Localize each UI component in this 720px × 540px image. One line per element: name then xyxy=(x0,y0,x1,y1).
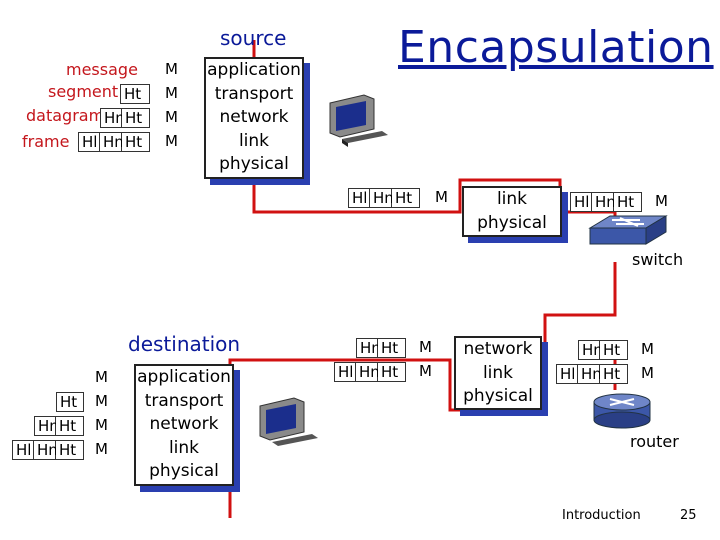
payload-m: M xyxy=(416,338,435,358)
payload-m: M xyxy=(162,132,181,152)
layer-link: link xyxy=(238,130,270,151)
layer-link: link xyxy=(168,437,200,458)
layer-physical: physical xyxy=(463,386,533,406)
legend-segment: segment xyxy=(48,82,119,101)
header-hn: Hn xyxy=(592,192,616,212)
layer-transport: transport xyxy=(214,83,294,104)
header-hn: Hn xyxy=(356,338,381,358)
payload-m: M xyxy=(162,108,181,128)
slide-title: Encapsulation xyxy=(398,22,714,73)
layer-physical: physical xyxy=(219,154,289,174)
header-ht: Ht xyxy=(614,192,642,212)
payload-m: M xyxy=(92,392,111,412)
header-hl: Hl xyxy=(12,440,34,460)
router-label: router xyxy=(630,432,679,451)
header-hn: Hn xyxy=(100,132,124,152)
source-label: source xyxy=(220,26,287,50)
header-ht: Ht xyxy=(600,364,628,384)
header-hn: Hn xyxy=(356,362,380,382)
layer-network: network xyxy=(149,414,219,434)
layer-transport: transport xyxy=(144,390,224,411)
header-hn: Hn xyxy=(34,440,58,460)
payload-m: M xyxy=(432,188,451,208)
switch-label: switch xyxy=(632,250,684,269)
layer-network: network xyxy=(219,107,289,127)
payload-m: M xyxy=(652,192,671,212)
router-protocol-stack: network link physical xyxy=(454,336,542,410)
header-ht: Ht xyxy=(56,392,84,412)
layer-link: link xyxy=(482,362,514,383)
source-protocol-stack: application transport network link physi… xyxy=(204,57,304,179)
header-hn: Hn xyxy=(34,416,59,436)
header-hl: Hl xyxy=(348,188,370,208)
header-ht: Ht xyxy=(120,84,150,104)
legend-frame: frame xyxy=(22,132,70,151)
layer-physical: physical xyxy=(477,212,547,233)
legend-message: message xyxy=(66,60,138,79)
payload-m: M xyxy=(92,368,111,388)
footer-text: Introduction xyxy=(562,508,641,523)
layer-network: network xyxy=(463,339,533,359)
destination-label: destination xyxy=(128,332,241,356)
header-ht: Ht xyxy=(56,440,84,460)
page-number: 25 xyxy=(680,508,697,523)
header-ht: Ht xyxy=(122,108,150,128)
header-ht: Ht xyxy=(378,338,406,358)
destination-protocol-stack: application transport network link physi… xyxy=(134,364,234,486)
payload-m: M xyxy=(162,84,181,104)
header-hn: Hn xyxy=(578,364,602,384)
header-hn: Hn xyxy=(578,340,603,360)
payload-m: M xyxy=(638,364,657,384)
legend-datagram: datagram xyxy=(26,106,105,125)
payload-m: M xyxy=(162,60,181,80)
payload-m: M xyxy=(92,416,111,436)
header-ht: Ht xyxy=(122,132,150,152)
layer-link: link xyxy=(496,189,528,209)
payload-m: M xyxy=(416,362,435,382)
path-switch-to-router xyxy=(228,262,617,518)
header-ht: Ht xyxy=(378,362,406,382)
switch-protocol-stack: link physical xyxy=(462,186,562,237)
header-hl: Hl xyxy=(570,192,592,212)
header-ht: Ht xyxy=(392,188,420,208)
layer-physical: physical xyxy=(149,461,219,481)
header-hl: Hl xyxy=(556,364,578,384)
payload-m: M xyxy=(638,340,657,360)
layer-application: application xyxy=(137,367,231,387)
header-hl: Hl xyxy=(78,132,100,152)
header-hn: Hn xyxy=(370,188,394,208)
header-ht: Ht xyxy=(56,416,84,436)
header-hn: Hn xyxy=(100,108,125,128)
payload-m: M xyxy=(92,440,111,460)
header-ht: Ht xyxy=(600,340,628,360)
header-hl: Hl xyxy=(334,362,356,382)
layer-application: application xyxy=(207,60,301,80)
path-source-to-switch xyxy=(252,40,617,232)
